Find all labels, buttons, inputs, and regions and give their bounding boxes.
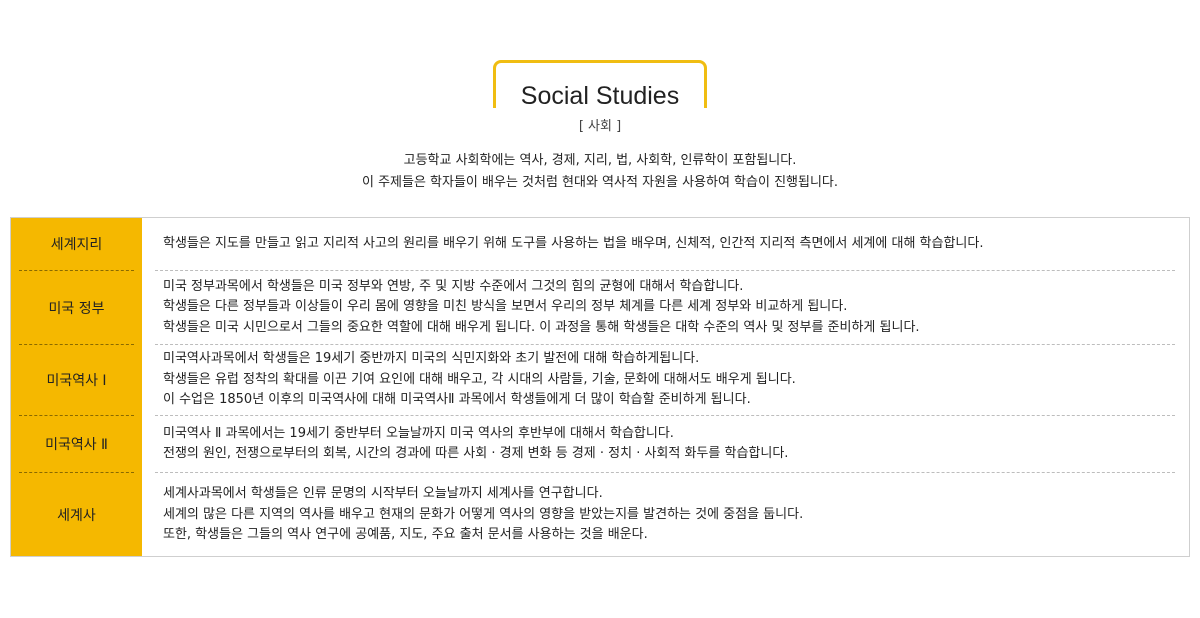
course-description: 미국역사과목에서 학생들은 19세기 중반까지 미국의 식민지화와 초기 발전에… [163, 345, 1175, 415]
row-divider [155, 472, 1175, 473]
course-row-world-history: 세계사 세계사과목에서 학생들은 인류 문명의 시작부터 오늘날까지 세계사를 … [11, 473, 1189, 557]
description-line: 또한, 학생들은 그들의 역사 연구에 공예품, 지도, 주요 출처 문서를 사… [163, 527, 648, 543]
course-row-us-history-1: 미국역사 Ⅰ 미국역사과목에서 학생들은 19세기 중반까지 미국의 식민지화와… [11, 345, 1189, 415]
description-line: 미국역사 Ⅱ 과목에서는 19세기 중반부터 오늘날까지 미국 역사의 후반부에… [163, 425, 674, 441]
description-line: 미국 정부과목에서 학생들은 미국 정부와 연방, 주 및 지방 수준에서 그것… [163, 278, 744, 294]
course-label: 미국 정부 [48, 300, 105, 317]
description-line: 전쟁의 원인, 전쟁으로부터의 회복, 시간의 경과에 따른 사회 · 경제 변… [163, 446, 789, 461]
course-label: 세계지리 [50, 237, 103, 253]
course-label: 미국역사 Ⅰ [46, 373, 107, 389]
row-divider [19, 415, 134, 416]
course-row-us-government: 미국 정부 미국 정부과목에서 학생들은 미국 정부와 연방, 주 및 지방 수… [11, 271, 1189, 344]
course-row-us-history-2: 미국역사 Ⅱ 미국역사 Ⅱ 과목에서는 19세기 중반부터 오늘날까지 미국 역… [11, 416, 1189, 472]
row-divider [19, 472, 134, 473]
row-divider [155, 415, 1175, 416]
course-description: 미국역사 Ⅱ 과목에서는 19세기 중반부터 오늘날까지 미국 역사의 후반부에… [163, 416, 1175, 472]
course-label: 미국역사 Ⅱ [45, 437, 108, 453]
description-line: 이 수업은 1850년 이후의 미국역사에 대해 미국역사Ⅱ 과목에서 학생들에… [163, 392, 751, 408]
title-area: Social Studies [0, 60, 1200, 112]
intro-line: 이 주제들은 학자들이 배우는 것처럼 현대와 역사적 자원을 사용하여 학습이… [361, 175, 839, 190]
course-description: 미국 정부과목에서 학생들은 미국 정부와 연방, 주 및 지방 수준에서 그것… [163, 271, 1175, 344]
course-description: 세계사과목에서 학생들은 인류 문명의 시작부터 오늘날까지 세계사를 연구합니… [163, 473, 1175, 557]
description-line: 학생들은 미국 시민으로서 그들의 중요한 역할에 대해 배우게 됩니다. 이 … [163, 319, 920, 335]
page-subtitle: [ 사회 ] [578, 119, 622, 134]
description-line: 학생들은 지도를 만들고 읽고 지리적 사고의 원리를 배우기 위해 도구를 사… [163, 235, 984, 251]
title-frame: Social Studies [493, 60, 707, 111]
row-divider [155, 270, 1175, 271]
intro-text: 고등학교 사회학에는 역사, 경제, 지리, 법, 사회학, 인류학이 포함됩니… [0, 150, 1200, 194]
description-line: 세계의 많은 다른 지역의 역사를 배우고 현재의 문화가 어떻게 역사의 영향… [163, 506, 804, 522]
description-line: 학생들은 다른 정부들과 이상들이 우리 몸에 영향을 미친 방식을 보면서 우… [163, 299, 848, 315]
row-divider [19, 270, 134, 271]
course-label: 세계사 [57, 508, 96, 524]
label-column [11, 218, 142, 556]
description-line: 미국역사과목에서 학생들은 19세기 중반까지 미국의 식민지화와 초기 발전에… [163, 351, 700, 367]
description-line: 학생들은 유럽 정착의 확대를 이끈 기여 요인에 대해 배우고, 각 시대의 … [163, 371, 796, 387]
intro-line: 고등학교 사회학에는 역사, 경제, 지리, 법, 사회학, 인류학이 포함됩니… [403, 153, 797, 168]
page-title: Social Studies [496, 81, 704, 111]
row-divider [155, 344, 1175, 345]
course-row-world-geography: 세계지리 학생들은 지도를 만들고 읽고 지리적 사고의 원리를 배우기 위해 … [11, 218, 1189, 270]
course-table: 세계지리 학생들은 지도를 만들고 읽고 지리적 사고의 원리를 배우기 위해 … [10, 217, 1190, 557]
description-line: 세계사과목에서 학생들은 인류 문명의 시작부터 오늘날까지 세계사를 연구합니… [163, 486, 603, 502]
row-divider [19, 344, 134, 345]
course-description: 학생들은 지도를 만들고 읽고 지리적 사고의 원리를 배우기 위해 도구를 사… [163, 218, 1175, 270]
